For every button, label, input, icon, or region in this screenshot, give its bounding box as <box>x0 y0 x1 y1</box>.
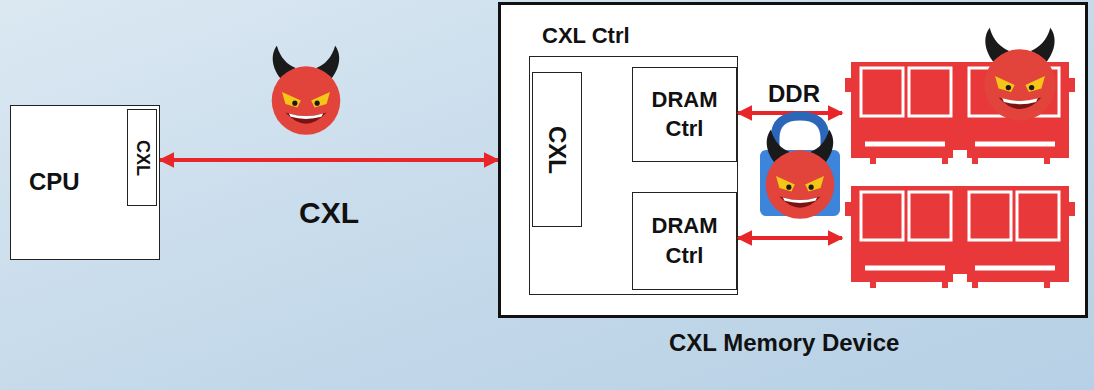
box-label: CXL <box>132 140 153 176</box>
box-label: CXL <box>543 126 571 174</box>
cxl-controller-box: CXL CtrlCXLDRAM CtrlDRAM Ctrl <box>529 56 738 295</box>
link-label: CXL <box>299 196 359 230</box>
lock-icon <box>760 116 840 216</box>
box-label: DRAM Ctrl <box>647 85 722 144</box>
memory-device-box: CXL Memory DeviceCXL CtrlCXLDRAM CtrlDRA… <box>498 2 1088 318</box>
ddr-arrow <box>738 238 842 239</box>
dram-controller-box: DRAM Ctrl <box>632 67 737 162</box>
attacker-devil <box>766 130 835 219</box>
dimm-module <box>845 62 1075 164</box>
bus-label: DDR <box>768 80 820 108</box>
box-label: CXL Ctrl <box>542 23 630 49</box>
cxl-port-box: CXL <box>532 72 582 227</box>
dram-controller-box: DRAM Ctrl <box>632 192 737 290</box>
box-label: CXL Memory Device <box>669 329 899 357</box>
ddr-arrow <box>738 113 842 114</box>
attacker-devil <box>272 46 341 135</box>
box-label: DRAM Ctrl <box>647 211 722 270</box>
box-label: CPU <box>29 168 80 196</box>
cxl-port-box: CXL <box>127 109 157 206</box>
cxl-link-arrow <box>160 158 498 162</box>
dimm-module <box>845 186 1075 288</box>
attacker-devil <box>984 28 1055 121</box>
cpu-box: CPU CXL <box>10 105 160 260</box>
